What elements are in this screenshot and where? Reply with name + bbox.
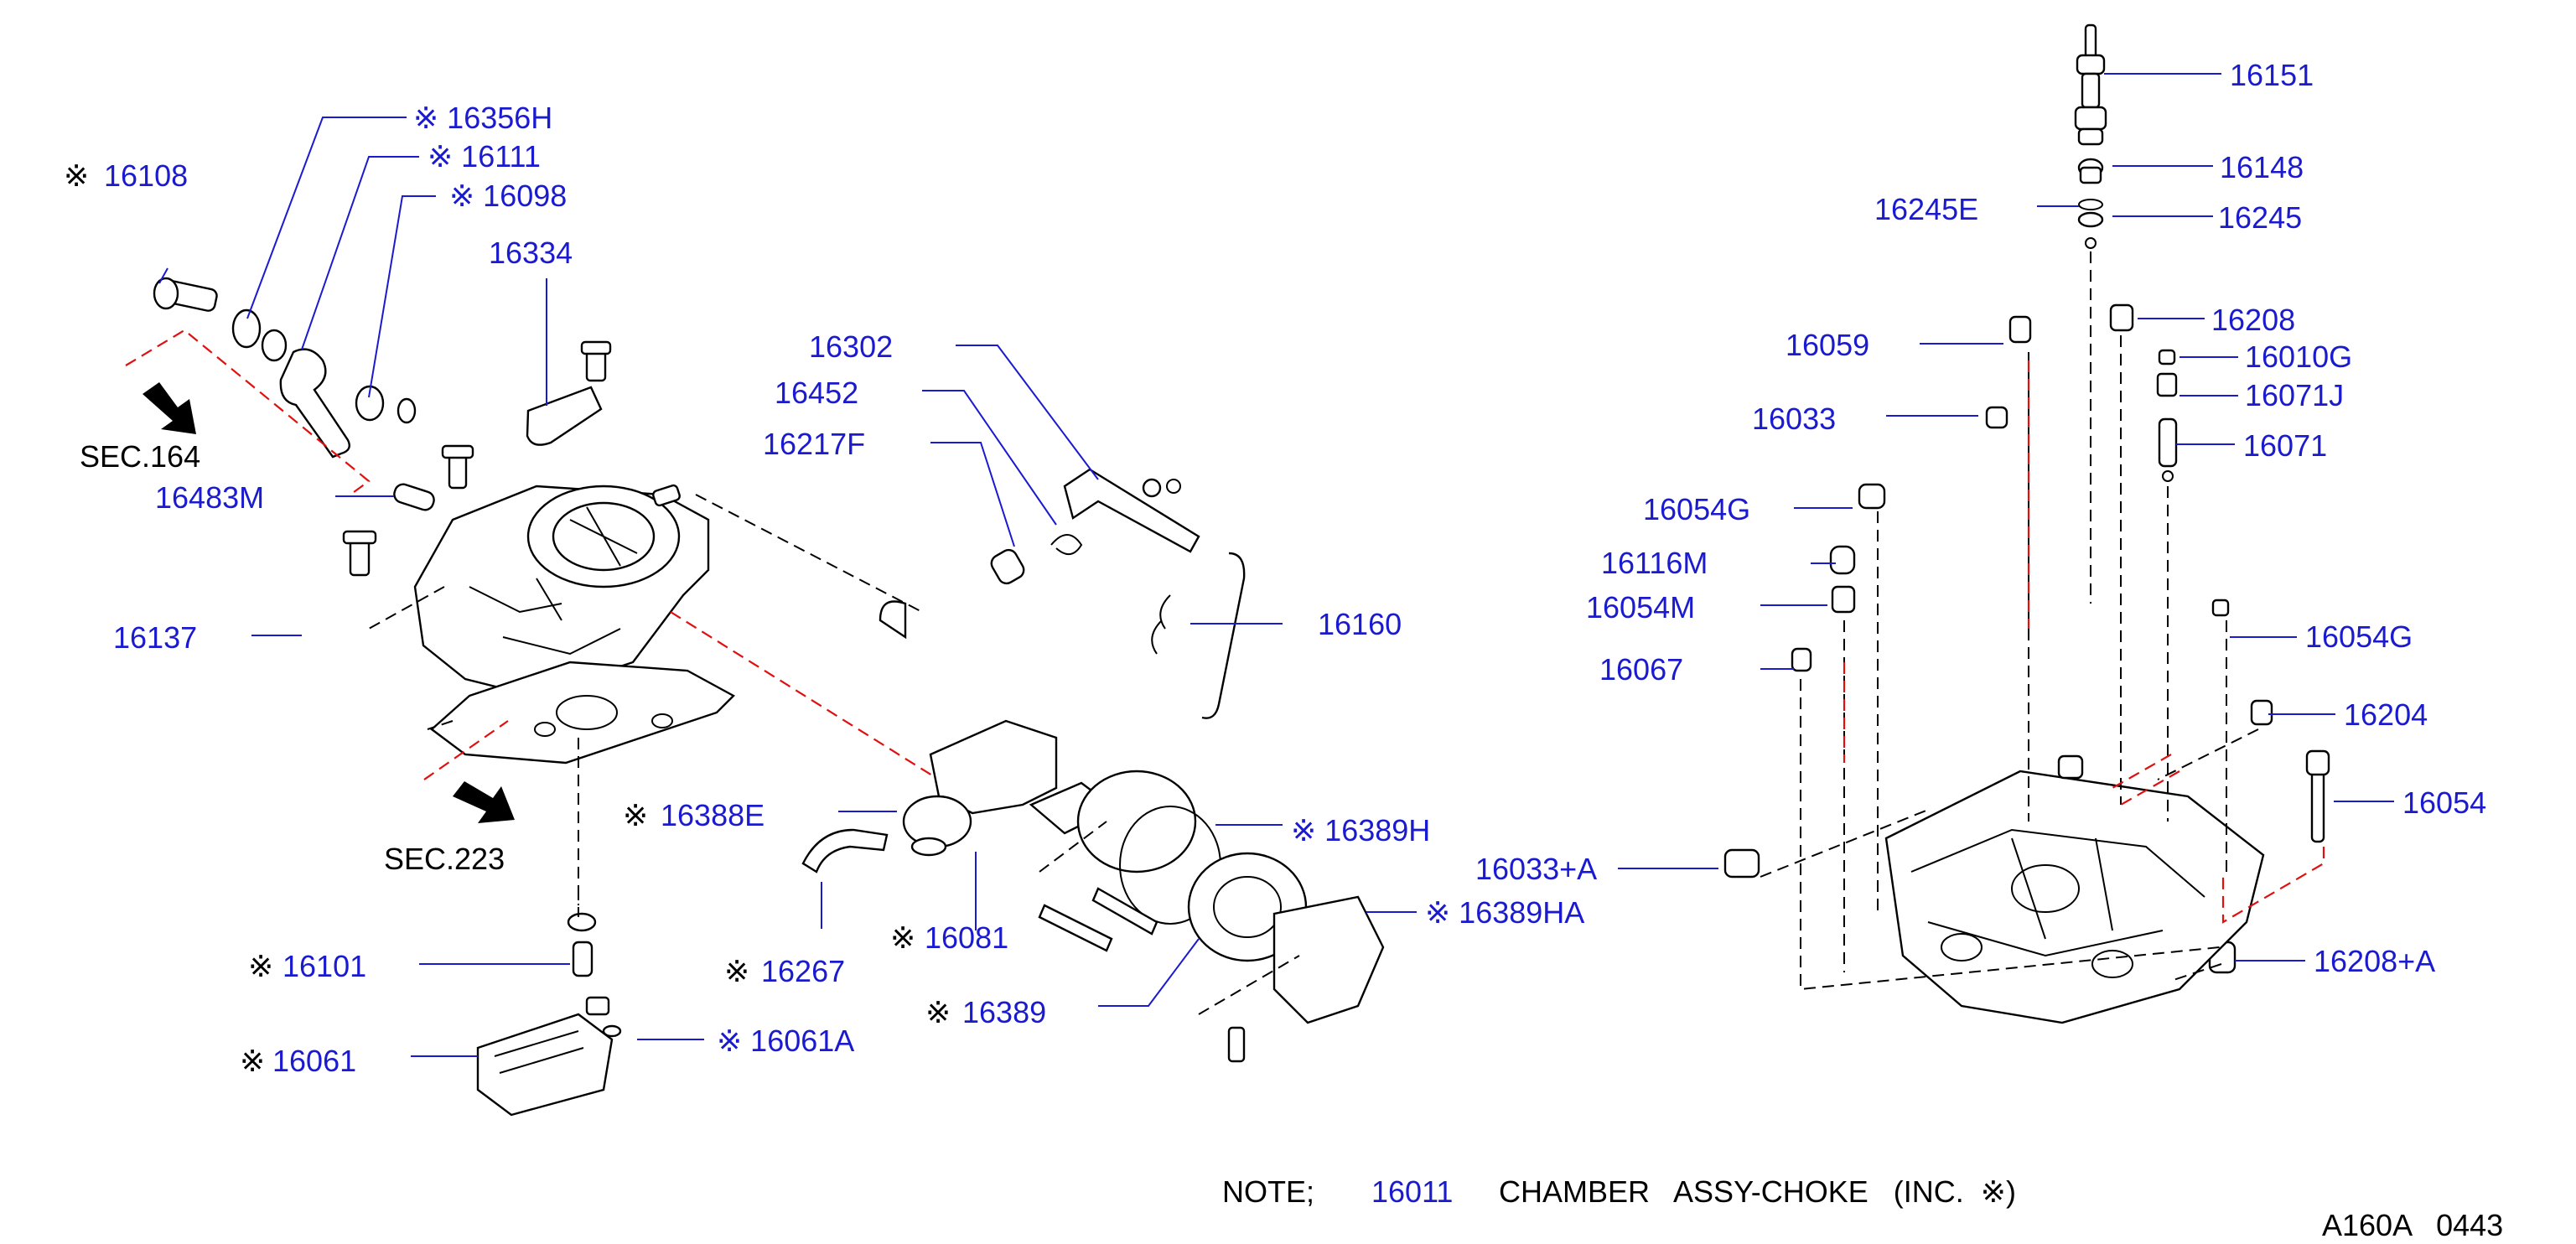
- part-label-16054[interactable]: 16054: [2402, 785, 2486, 820]
- float-chamber-body: [1884, 754, 2265, 1024]
- part-label-16334[interactable]: 16334: [489, 236, 573, 270]
- part-label-16071[interactable]: 16071: [2243, 428, 2327, 463]
- part-label-16204[interactable]: 16204: [2344, 697, 2428, 732]
- part-label-16054G[interactable]: 16054G: [1643, 492, 1750, 526]
- part-label-16081[interactable]: 16081: [925, 920, 1008, 955]
- part-label-16267[interactable]: 16267: [761, 954, 845, 988]
- part-label-16059[interactable]: 16059: [1786, 328, 1869, 362]
- part-label-16108[interactable]: 16108: [104, 158, 188, 193]
- part-label-16116M[interactable]: 16116M: [1601, 546, 1708, 580]
- part-label-16071J[interactable]: 16071J: [2245, 378, 2344, 412]
- part-mark-16388E: ※: [623, 798, 648, 832]
- part-label-16217F[interactable]: 16217F: [763, 427, 865, 461]
- part-label-16137[interactable]: 16137: [113, 620, 197, 655]
- part-mark-16389: ※: [925, 995, 951, 1029]
- part-label-16101[interactable]: 16101: [282, 949, 366, 983]
- section-ref-164[interactable]: SEC.164: [80, 439, 200, 474]
- part-label-16033[interactable]: 16033: [1752, 402, 1836, 436]
- banjo-fitting-part: [231, 308, 417, 459]
- part-label-16061A[interactable]: ※ 16061A: [717, 1024, 854, 1058]
- screw-parts: [342, 444, 474, 577]
- part-label-16208A[interactable]: 16208+A: [2314, 944, 2435, 978]
- leader-lines: [158, 73, 2394, 1057]
- part-label-16245E[interactable]: 16245E: [1874, 192, 1978, 226]
- part-label-16111[interactable]: ※ 16111: [428, 139, 541, 174]
- figure-code: A160A 0443: [2322, 1208, 2503, 1242]
- section-references: SEC.164 SEC.223: [80, 439, 505, 876]
- part-label-16356H[interactable]: ※ 16356H: [413, 101, 552, 135]
- part-label-16151[interactable]: 16151: [2230, 58, 2314, 92]
- carburetor-body-drawing: [125, 277, 940, 905]
- part-mark-16267: ※: [724, 954, 749, 988]
- part-mark-16061: ※: [240, 1044, 265, 1078]
- sec223-arrow-icon: [453, 781, 515, 823]
- part-label-16389HA[interactable]: ※ 16389HA: [1425, 895, 1584, 930]
- part-label-16389H[interactable]: ※ 16389H: [1291, 813, 1430, 847]
- base-gasket-part: [430, 661, 735, 765]
- part-mark-16081: ※: [890, 920, 915, 955]
- part-label-16061[interactable]: 16061: [272, 1044, 356, 1078]
- part-label-16148[interactable]: 16148: [2220, 150, 2304, 184]
- part-mark-16108: ※: [64, 158, 89, 193]
- note-prefix: NOTE;: [1222, 1174, 1314, 1209]
- note-description: CHAMBER ASSY-CHOKE (INC. ※): [1499, 1174, 2016, 1209]
- plug-16483M-part: [393, 483, 435, 511]
- part-label-16098[interactable]: ※ 16098: [449, 179, 567, 213]
- part-label-16483M[interactable]: 16483M: [155, 480, 264, 515]
- sec164-arrow-icon: [143, 382, 196, 434]
- carburetor-main-body: [413, 484, 710, 697]
- part-label-16067[interactable]: 16067: [1599, 652, 1683, 687]
- part-label-16389[interactable]: 16389: [962, 995, 1046, 1029]
- part-label-16010G[interactable]: 16010G: [2245, 340, 2352, 374]
- part-label-16388E[interactable]: 16388E: [661, 798, 765, 832]
- choke-chamber-drawing: [801, 468, 1385, 1063]
- part-label-16054M[interactable]: 16054M: [1586, 590, 1695, 625]
- choke-heater-drawing: [476, 889, 622, 1117]
- part-label-16245[interactable]: 16245: [2218, 200, 2302, 235]
- note-part-number[interactable]: 16011: [1371, 1174, 1453, 1209]
- part-mark-16101: ※: [248, 949, 273, 983]
- part-label-16302[interactable]: 16302: [809, 329, 893, 364]
- part-label-16160[interactable]: 16160: [1318, 607, 1402, 641]
- part-label-16054G-b[interactable]: 16054G: [2305, 619, 2413, 654]
- part-label-16033A[interactable]: 16033+A: [1475, 852, 1597, 886]
- section-ref-223[interactable]: SEC.223: [384, 842, 505, 876]
- jet-parts: [1723, 303, 2330, 974]
- float-chamber-drawing: [1723, 23, 2330, 1024]
- part-label-16452[interactable]: 16452: [775, 376, 858, 410]
- banjo-bolt-part: [153, 277, 218, 312]
- bracket-16334-part: [526, 340, 612, 446]
- footer-note: NOTE; 16011 CHAMBER ASSY-CHOKE (INC. ※) …: [1222, 1174, 2503, 1242]
- part-label-16208[interactable]: 16208: [2211, 303, 2295, 337]
- part-labels: ※ 16356H ※ 16111 ※ 16098 ※ 16108 16334 1…: [64, 58, 2486, 1078]
